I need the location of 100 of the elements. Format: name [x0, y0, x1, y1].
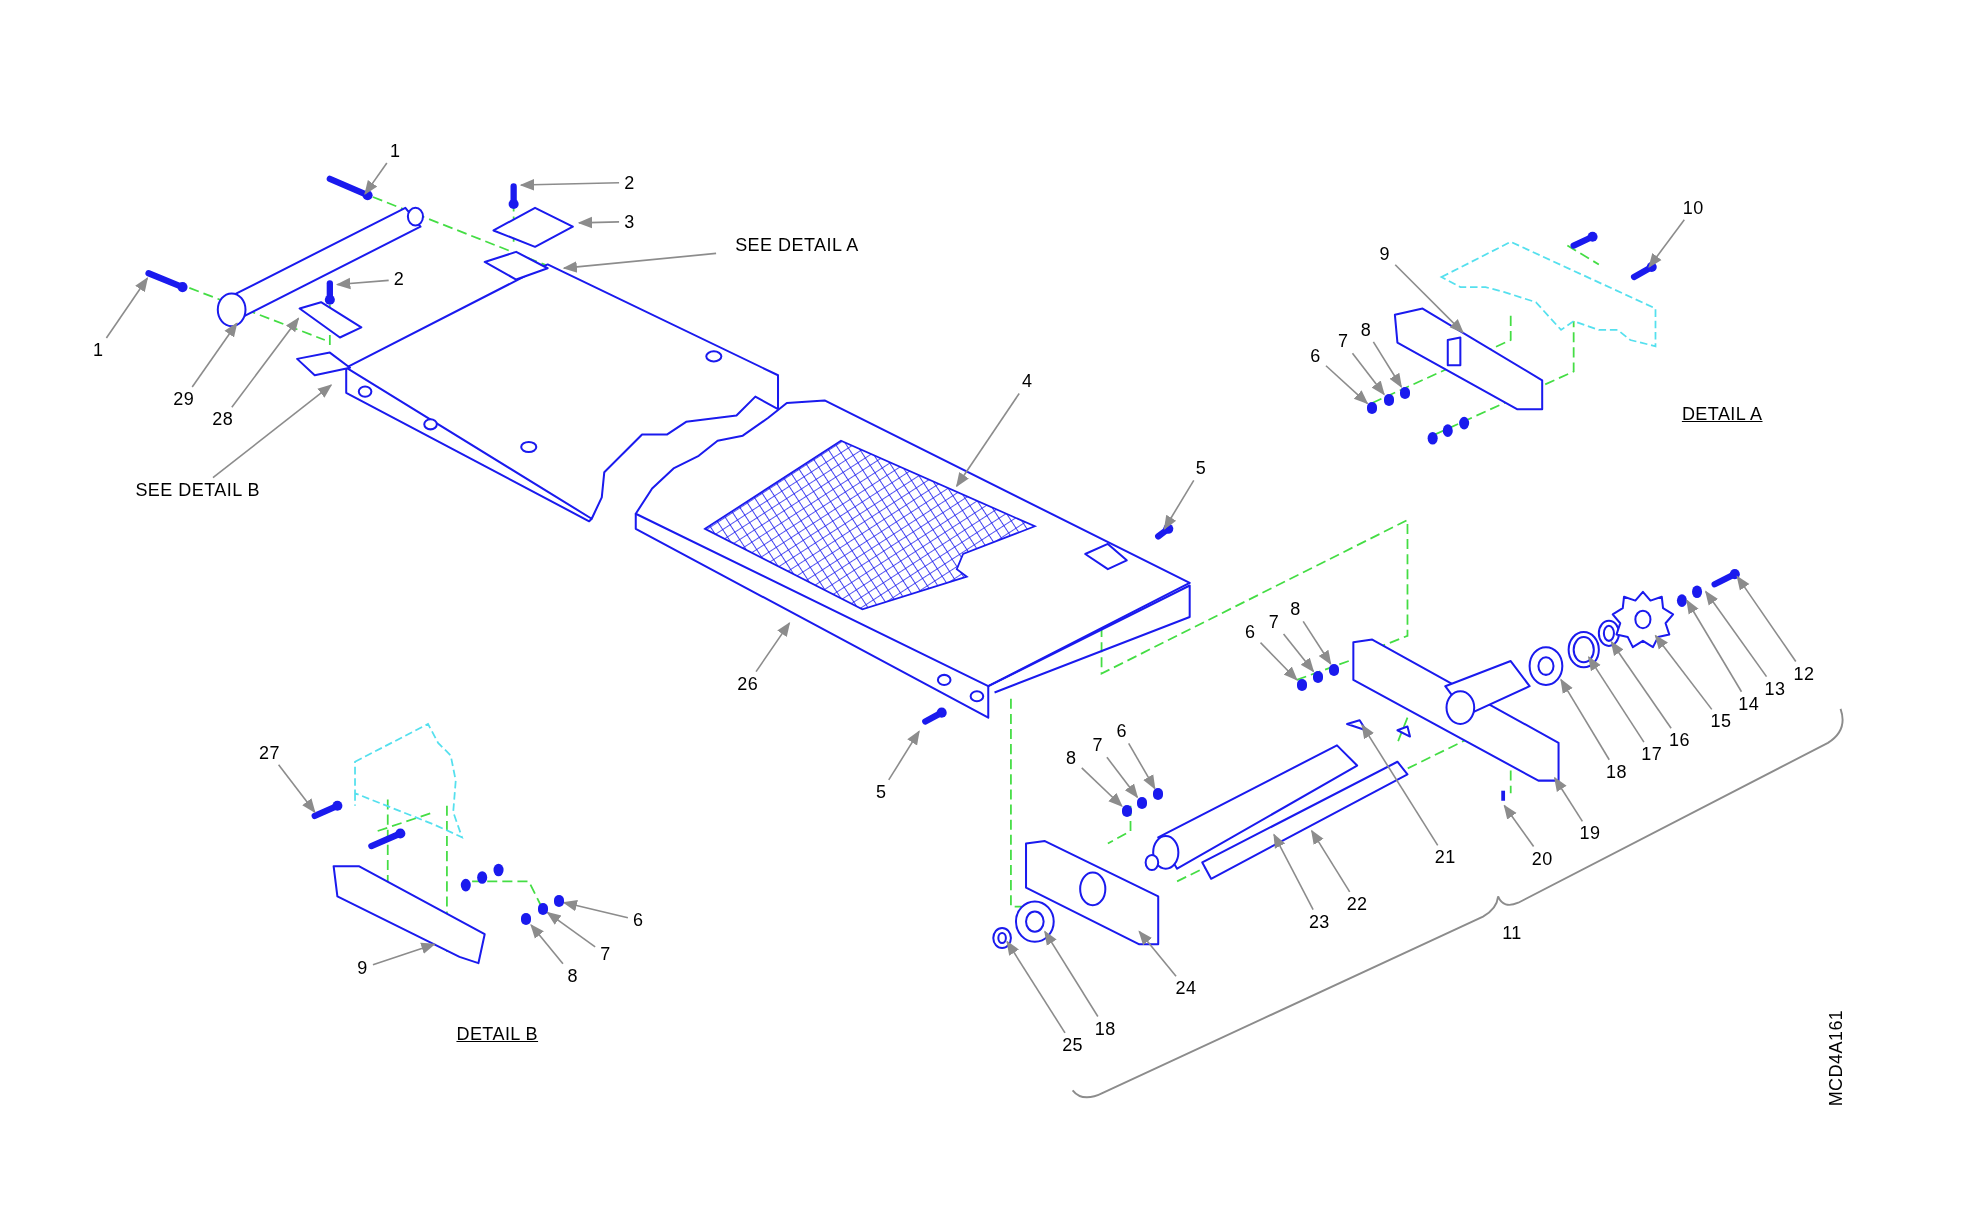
leader-line [191, 322, 238, 388]
leader-line [335, 277, 390, 290]
callout-number: 13 [1764, 679, 1786, 698]
callout-number: 3 [624, 212, 635, 231]
callout-number: 7 [600, 945, 611, 964]
leader-line [277, 764, 316, 814]
leader-line [1044, 930, 1099, 1018]
leader-line [1325, 364, 1369, 405]
callout-number: 20 [1531, 849, 1553, 868]
leader-line [956, 392, 1020, 488]
leader-line [1282, 633, 1315, 673]
leader-line [577, 216, 620, 229]
leader-line [562, 252, 717, 273]
callout-number: 1 [390, 142, 401, 161]
callout-number: 15 [1710, 712, 1732, 731]
leader-line [1273, 833, 1314, 911]
callout-number: 8 [1290, 600, 1301, 619]
leader-line [519, 179, 620, 191]
leader-line [1106, 756, 1139, 799]
leader-line [1394, 263, 1464, 334]
callout-number: 6 [1310, 347, 1321, 366]
leader-line [755, 622, 791, 673]
leader-line [364, 162, 388, 196]
callout-number: 12 [1793, 664, 1815, 683]
callout-number: 21 [1434, 848, 1456, 867]
callout-number: 28 [212, 410, 234, 429]
nut [1136, 797, 1147, 810]
nut [1329, 663, 1340, 676]
nut [1153, 788, 1164, 801]
callout-number: 8 [1066, 748, 1077, 767]
callout-number: 18 [1606, 762, 1627, 781]
leader-line [546, 911, 596, 948]
nut [521, 913, 532, 925]
leader-line [1648, 218, 1686, 269]
callout-number: 10 [1682, 198, 1704, 217]
leader-line [562, 900, 629, 919]
callout-number: 19 [1579, 824, 1601, 843]
leader-line [1163, 479, 1195, 530]
detail-title: DETAIL B [456, 1024, 539, 1043]
callout-number: 8 [567, 966, 579, 985]
callout-number: 8 [1360, 320, 1372, 339]
leader-line [1503, 804, 1535, 848]
callout-number: 7 [1338, 332, 1349, 351]
leader-line [372, 942, 436, 966]
drawing-number: MCD4A161 [1826, 1009, 1845, 1106]
callout-number: 5 [1195, 459, 1207, 478]
nut [1367, 401, 1378, 414]
leader-line [1311, 829, 1351, 893]
leader-line [1006, 940, 1066, 1034]
nut [553, 895, 564, 908]
leader-line [1587, 655, 1645, 743]
callout-number: 6 [1116, 722, 1127, 741]
leader-line [530, 923, 564, 965]
leader-line [1138, 930, 1177, 978]
callout-number: 9 [357, 959, 368, 978]
callout-number: 9 [1379, 245, 1391, 264]
callout-number: 25 [1062, 1035, 1084, 1054]
callout-number: 1 [92, 340, 104, 359]
nut [1121, 804, 1132, 817]
callout-number: 6 [1244, 622, 1256, 641]
callout-number: SEE DETAIL A [735, 236, 859, 255]
leader-line [1302, 620, 1332, 665]
detail-title: DETAIL A [1681, 405, 1763, 424]
nut [1313, 671, 1324, 684]
callout-number: 5 [876, 782, 887, 801]
callout-number: 24 [1175, 979, 1197, 998]
leader-line [1736, 575, 1797, 663]
leader-line [887, 730, 920, 781]
leader-line [1686, 599, 1743, 693]
callout-number: 29 [173, 390, 195, 409]
callout-number: 4 [1022, 372, 1033, 391]
leader-line [1351, 352, 1385, 396]
nut [1383, 394, 1394, 407]
callout-number: 17 [1641, 745, 1663, 764]
leader-line [1080, 767, 1123, 807]
leader-line [212, 384, 333, 479]
callout-number: 7 [1092, 736, 1103, 755]
leader-line [1127, 742, 1156, 790]
callout-number: 27 [258, 743, 280, 762]
callout-number: 2 [393, 270, 405, 289]
leader-line [1554, 776, 1584, 823]
nut [1399, 386, 1410, 399]
callout-number: 22 [1346, 894, 1368, 913]
leader-line [1372, 341, 1403, 388]
callout-number: 26 [737, 674, 759, 693]
leader-line [231, 317, 300, 409]
callout-number: 11 [1502, 923, 1522, 942]
callout-number: 23 [1308, 912, 1330, 931]
leader-line [105, 277, 149, 339]
callout-number: 7 [1268, 612, 1280, 631]
callout-number: 16 [1668, 731, 1690, 750]
leader-line [1610, 640, 1672, 730]
leader-line [1705, 590, 1768, 678]
callout-number: 18 [1094, 1019, 1116, 1038]
leader-line [1654, 634, 1713, 711]
callout-number: 2 [624, 173, 635, 192]
callout-number: SEE DETAIL B [135, 480, 260, 499]
callout-number: 14 [1738, 694, 1760, 713]
nut [1296, 678, 1307, 691]
nut [537, 902, 548, 915]
